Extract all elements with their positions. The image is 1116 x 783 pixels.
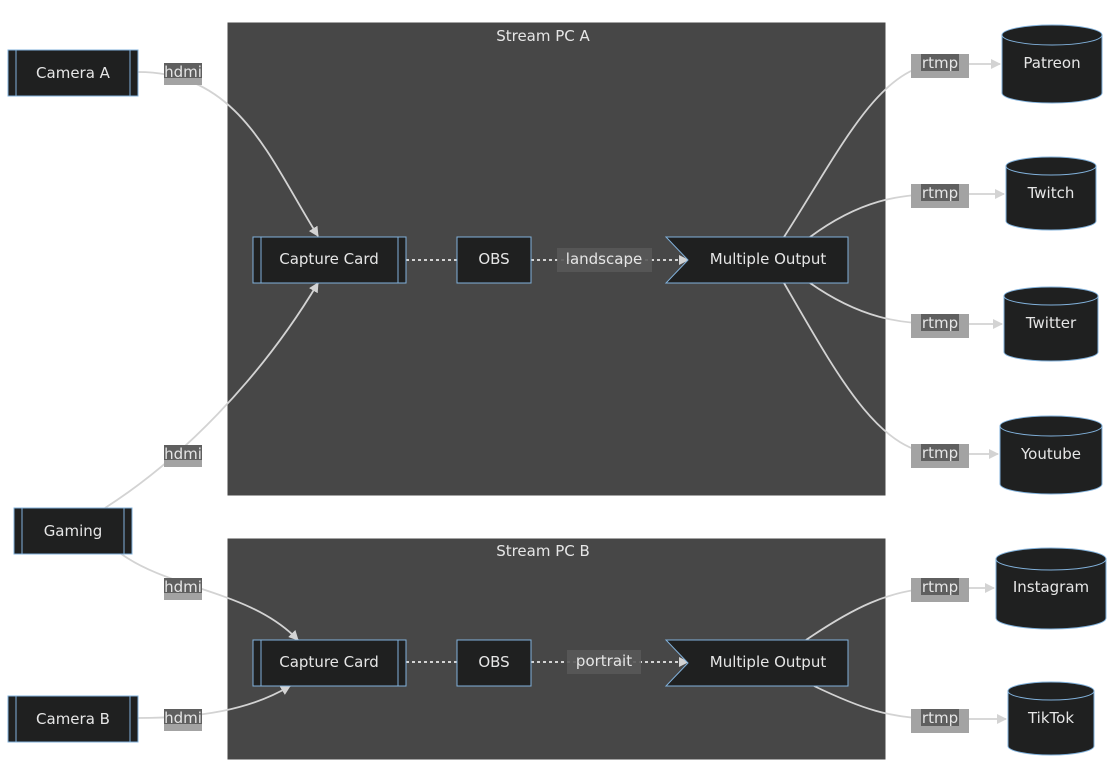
cluster-title-pc-b: Stream PC B <box>496 542 590 560</box>
svg-text:rtmp: rtmp <box>922 314 958 332</box>
node-capture-card-a-label: Capture Card <box>279 250 379 268</box>
edge-label-rtmp-twitch: rtmp <box>911 184 969 208</box>
node-multiple-output-a[interactable]: Multiple Output <box>664 236 849 284</box>
node-multiple-output-b-label: Multiple Output <box>710 653 827 671</box>
node-gaming-label: Gaming <box>44 522 103 540</box>
node-youtube-label: Youtube <box>1020 445 1081 463</box>
edge-label-rtmp-twitter: rtmp <box>911 314 969 338</box>
node-tiktok-label: TikTok <box>1027 709 1074 727</box>
node-capture-card-b-label: Capture Card <box>279 653 379 671</box>
node-instagram-label: Instagram <box>1013 578 1089 596</box>
node-capture-card-b[interactable]: Capture Card <box>252 639 407 687</box>
node-instagram[interactable]: Instagram <box>995 547 1107 630</box>
node-patreon-label: Patreon <box>1023 54 1080 72</box>
svg-text:portrait: portrait <box>576 652 632 670</box>
edge-label-landscape: landscape <box>557 248 652 272</box>
svg-text:hdmi: hdmi <box>164 578 202 596</box>
edge-label-rtmp-youtube: rtmp <box>911 444 969 468</box>
node-camera-b[interactable]: Camera B <box>7 695 139 743</box>
node-capture-card-a[interactable]: Capture Card <box>252 236 407 284</box>
edge-camera-b-to-capture-b <box>137 685 291 719</box>
svg-text:landscape: landscape <box>566 250 642 268</box>
node-gaming[interactable]: Gaming <box>13 507 133 555</box>
node-obs-a-label: OBS <box>478 250 509 268</box>
node-twitch-label: Twitch <box>1027 184 1075 202</box>
edge-label-rtmp-tiktok: rtmp <box>911 709 969 733</box>
node-youtube[interactable]: Youtube <box>999 415 1103 495</box>
node-twitter-label: Twitter <box>1025 314 1077 332</box>
node-multiple-output-a-label: Multiple Output <box>710 250 827 268</box>
node-obs-b[interactable]: OBS <box>456 639 532 687</box>
node-twitch[interactable]: Twitch <box>1005 156 1097 231</box>
svg-text:hdmi: hdmi <box>164 709 202 727</box>
edge-gaming-to-capture-b <box>119 552 299 641</box>
edge-label-portrait: portrait <box>567 650 641 674</box>
edge-label-hdmi-gaming-a: hdmi <box>164 445 202 467</box>
svg-text:hdmi: hdmi <box>164 63 202 81</box>
edge-label-rtmp-instagram: rtmp <box>911 578 969 602</box>
node-obs-b-label: OBS <box>478 653 509 671</box>
node-multiple-output-b[interactable]: Multiple Output <box>664 639 849 687</box>
node-camera-a[interactable]: Camera A <box>7 49 139 97</box>
node-obs-a[interactable]: OBS <box>456 236 532 284</box>
node-camera-a-label: Camera A <box>36 64 111 82</box>
svg-text:hdmi: hdmi <box>164 445 202 463</box>
svg-text:rtmp: rtmp <box>922 184 958 202</box>
edge-label-hdmi-camera-b: hdmi <box>164 709 202 731</box>
node-camera-b-label: Camera B <box>36 710 110 728</box>
node-patreon[interactable]: Patreon <box>1001 24 1103 104</box>
edge-label-rtmp-patreon: rtmp <box>911 54 969 78</box>
svg-text:rtmp: rtmp <box>922 578 958 596</box>
edge-gaming-to-capture-a <box>104 282 319 509</box>
edge-label-hdmi-gaming-b: hdmi <box>164 578 202 600</box>
node-twitter[interactable]: Twitter <box>1003 286 1099 362</box>
svg-text:rtmp: rtmp <box>922 54 958 72</box>
svg-text:rtmp: rtmp <box>922 709 958 727</box>
svg-text:rtmp: rtmp <box>922 444 958 462</box>
cluster-title-pc-a: Stream PC A <box>496 27 590 45</box>
node-tiktok[interactable]: TikTok <box>1007 681 1095 756</box>
edge-label-hdmi-camera-a: hdmi <box>164 63 202 85</box>
